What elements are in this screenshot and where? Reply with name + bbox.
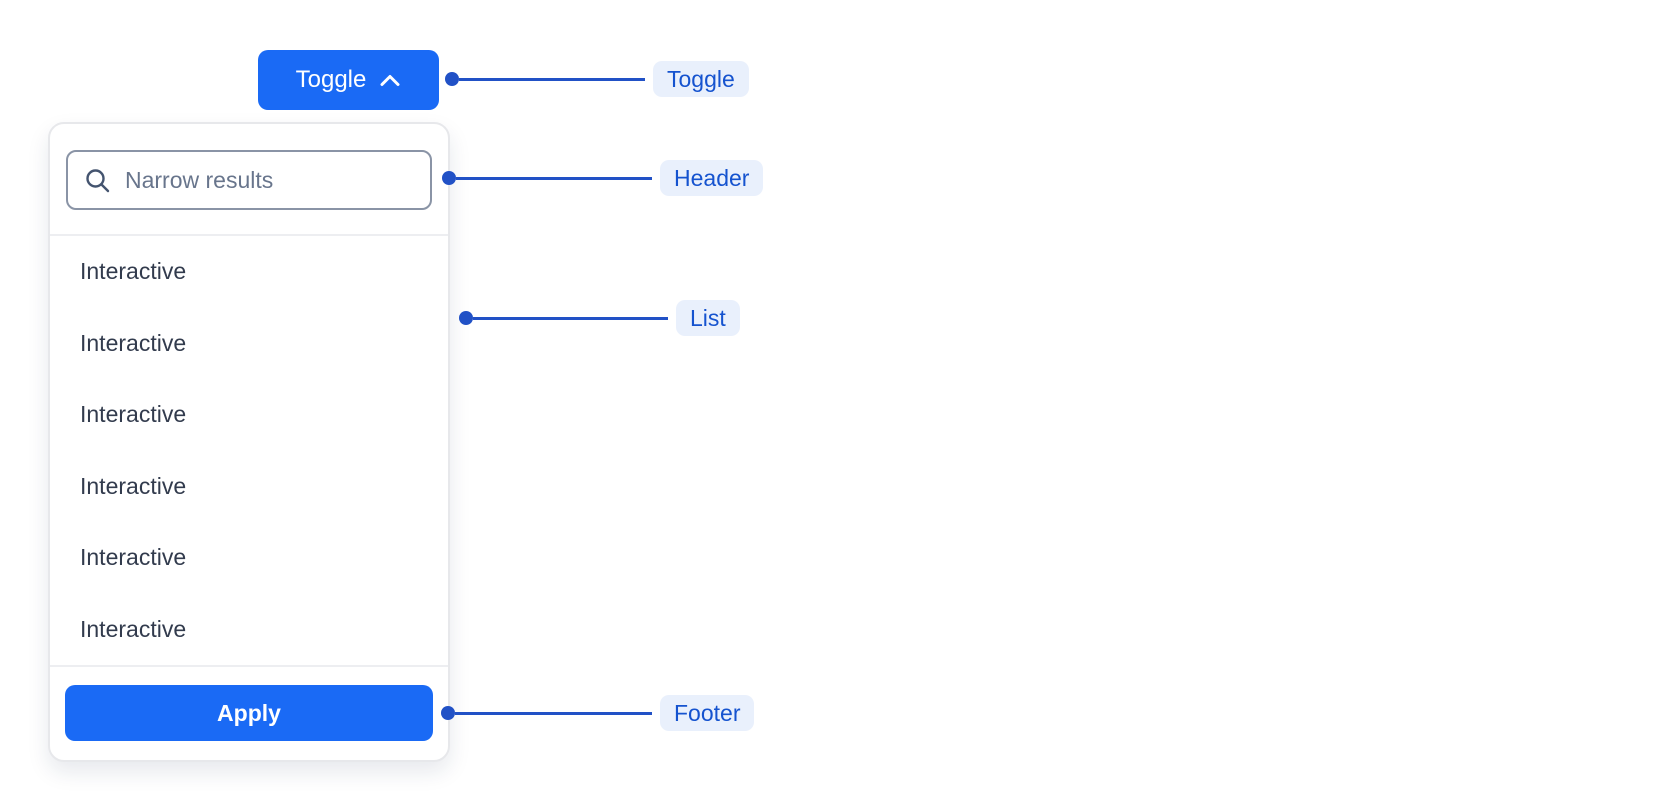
annotation-line xyxy=(456,176,652,180)
toggle-button-label: Toggle xyxy=(295,66,367,93)
dropdown-header xyxy=(50,124,448,236)
list-item[interactable]: Interactive xyxy=(80,544,187,571)
list-item[interactable]: Interactive xyxy=(80,472,187,499)
annotation-line xyxy=(459,77,645,81)
chevron-up-icon xyxy=(380,75,400,86)
list-item[interactable]: Interactive xyxy=(80,615,187,642)
annotation-dot xyxy=(441,706,455,720)
search-field[interactable] xyxy=(66,150,432,210)
annotation-list: List xyxy=(459,300,740,336)
toggle-button[interactable]: Toggle xyxy=(258,50,439,110)
dropdown-list: Interactive Interactive Interactive Inte… xyxy=(50,236,448,665)
annotation-label-header: Header xyxy=(660,160,764,196)
dropdown-panel: Interactive Interactive Interactive Inte… xyxy=(48,122,450,762)
annotation-toggle: Toggle xyxy=(445,61,749,97)
annotation-dot xyxy=(442,171,456,185)
search-icon xyxy=(86,168,110,192)
annotation-footer: Footer xyxy=(441,695,755,731)
annotation-label-footer: Footer xyxy=(660,695,755,731)
annotation-line xyxy=(473,316,668,320)
search-input[interactable] xyxy=(123,165,414,195)
annotation-label-toggle: Toggle xyxy=(653,61,749,97)
annotation-label-list: List xyxy=(676,300,740,336)
list-item[interactable]: Interactive xyxy=(80,329,187,356)
list-item[interactable]: Interactive xyxy=(80,258,187,285)
annotation-dot xyxy=(459,311,473,325)
annotation-line xyxy=(455,711,652,715)
dropdown-footer: Apply xyxy=(50,665,448,760)
list-item[interactable]: Interactive xyxy=(80,401,187,428)
annotation-dot xyxy=(445,72,459,86)
apply-button[interactable]: Apply xyxy=(65,685,433,741)
annotation-header: Header xyxy=(442,160,764,196)
